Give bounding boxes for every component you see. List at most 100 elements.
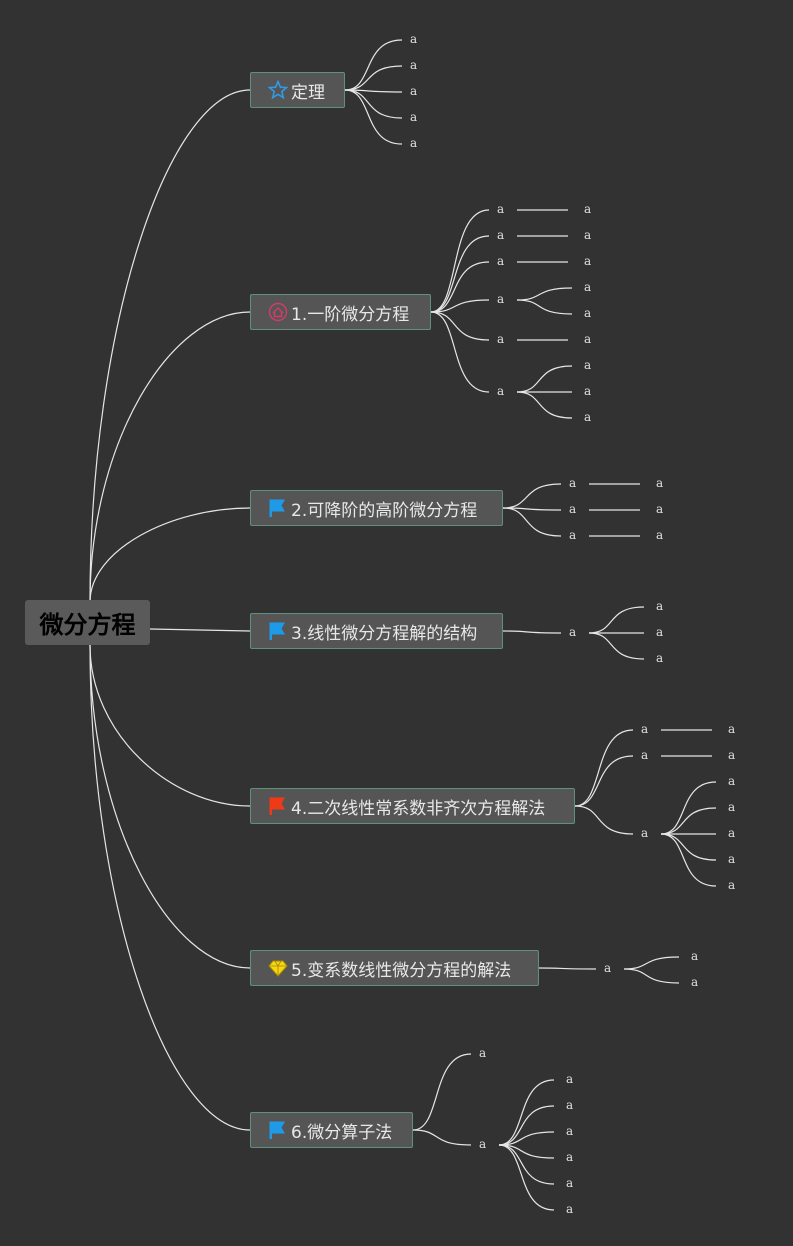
child-node[interactable]: a <box>569 502 577 516</box>
topic-connector <box>430 261 490 313</box>
grandchild-node[interactable]: a <box>691 949 699 963</box>
child-node[interactable]: a <box>410 136 418 150</box>
child-node[interactable]: a <box>479 1137 487 1151</box>
child-node[interactable]: a <box>497 384 505 398</box>
blue-flag-icon <box>268 1120 288 1140</box>
diamond-icon <box>268 958 288 978</box>
child-node[interactable]: a <box>641 826 649 840</box>
child-node[interactable]: a <box>569 625 577 639</box>
child-connector <box>516 365 573 393</box>
child-node[interactable]: a <box>497 254 505 268</box>
topic-connector <box>574 755 634 807</box>
child-connector <box>498 1131 555 1146</box>
child-node[interactable]: a <box>497 332 505 346</box>
grandchild-node[interactable]: a <box>566 1202 574 1216</box>
child-connector <box>498 1144 555 1211</box>
root-connector <box>89 644 251 1131</box>
grandchild-node[interactable]: a <box>656 651 664 665</box>
child-node[interactable]: a <box>641 722 649 736</box>
topic-connector <box>412 1053 472 1131</box>
root-connector <box>149 628 251 632</box>
topic-connector <box>574 729 634 807</box>
topic-label: 3.线性微分方程解的结构 <box>291 623 478 644</box>
topic-connector <box>344 89 403 145</box>
topic-connector <box>344 89 403 119</box>
child-node[interactable]: a <box>410 32 418 46</box>
grandchild-node[interactable]: a <box>566 1124 574 1138</box>
child-node[interactable]: a <box>497 292 505 306</box>
topic-variable-coefficient[interactable]: 5.变系数线性微分方程的解法 <box>250 950 539 986</box>
child-node[interactable]: a <box>569 476 577 490</box>
root-connector <box>89 311 251 603</box>
child-connector <box>660 807 717 835</box>
grandchild-node[interactable]: a <box>584 254 592 268</box>
child-node[interactable]: a <box>497 202 505 216</box>
grandchild-node[interactable]: a <box>728 852 736 866</box>
child-connector <box>623 968 680 984</box>
grandchild-node[interactable]: a <box>584 410 592 424</box>
child-node[interactable]: a <box>569 528 577 542</box>
topic-reducible-higher-order[interactable]: 2.可降阶的高阶微分方程 <box>250 490 503 526</box>
grandchild-node[interactable]: a <box>728 800 736 814</box>
grandchild-node[interactable]: a <box>566 1176 574 1190</box>
child-node[interactable]: a <box>641 748 649 762</box>
topic-connector <box>574 805 634 835</box>
grandchild-node[interactable]: a <box>584 358 592 372</box>
topic-constant-coefficient[interactable]: 4.二次线性常系数非齐次方程解法 <box>250 788 575 824</box>
topic-label: 2.可降阶的高阶微分方程 <box>291 500 478 521</box>
child-connector <box>498 1144 555 1159</box>
grandchild-node[interactable]: a <box>584 306 592 320</box>
grandchild-node[interactable]: a <box>691 975 699 989</box>
grandchild-node[interactable]: a <box>584 202 592 216</box>
child-connector <box>498 1144 555 1185</box>
grandchild-node[interactable]: a <box>728 826 736 840</box>
grandchild-node[interactable]: a <box>728 774 736 788</box>
child-node[interactable]: a <box>410 110 418 124</box>
topic-connector <box>344 65 403 91</box>
child-node[interactable]: a <box>479 1046 487 1060</box>
star-icon <box>268 80 288 100</box>
grandchild-node[interactable]: a <box>656 599 664 613</box>
grandchild-node[interactable]: a <box>584 228 592 242</box>
topic-connector <box>430 311 490 341</box>
grandchild-node[interactable]: a <box>656 625 664 639</box>
grandchild-node[interactable]: a <box>656 502 664 516</box>
grandchild-node[interactable]: a <box>656 476 664 490</box>
topic-differential-operator[interactable]: 6.微分算子法 <box>250 1112 413 1148</box>
root-topic[interactable]: 微分方程 <box>25 600 150 645</box>
root-connector <box>89 89 251 603</box>
grandchild-node[interactable]: a <box>728 748 736 762</box>
grandchild-node[interactable]: a <box>584 280 592 294</box>
grandchild-node[interactable]: a <box>584 332 592 346</box>
child-connector <box>516 391 573 419</box>
grandchild-node[interactable]: a <box>728 722 736 736</box>
topic-connector <box>430 235 490 313</box>
grandchild-node[interactable]: a <box>566 1150 574 1164</box>
child-connector <box>498 1105 555 1146</box>
topic-connector <box>502 507 562 537</box>
root-topic-label: 微分方程 <box>39 611 136 639</box>
child-node[interactable]: a <box>497 228 505 242</box>
topic-label: 5.变系数线性微分方程的解法 <box>291 960 512 981</box>
topic-theorem[interactable]: 定理 <box>250 72 345 108</box>
topic-connector <box>502 630 562 634</box>
child-connector <box>660 781 717 835</box>
child-node[interactable]: a <box>604 961 612 975</box>
root-connector <box>89 507 251 603</box>
child-connector <box>660 833 717 887</box>
topic-connector <box>412 1129 472 1146</box>
root-connector <box>89 644 251 807</box>
topic-label: 1.一阶微分方程 <box>291 304 410 325</box>
child-connector <box>588 606 645 634</box>
topic-linear-solution-structure[interactable]: 3.线性微分方程解的结构 <box>250 613 503 649</box>
grandchild-node[interactable]: a <box>584 384 592 398</box>
topic-first-order[interactable]: 1.一阶微分方程 <box>250 294 431 330</box>
child-node[interactable]: a <box>410 84 418 98</box>
grandchild-node[interactable]: a <box>656 528 664 542</box>
grandchild-node[interactable]: a <box>728 878 736 892</box>
grandchild-node[interactable]: a <box>566 1098 574 1112</box>
topic-connector <box>538 967 597 970</box>
child-node[interactable]: a <box>410 58 418 72</box>
grandchild-node[interactable]: a <box>566 1072 574 1086</box>
root-connector <box>89 644 251 969</box>
